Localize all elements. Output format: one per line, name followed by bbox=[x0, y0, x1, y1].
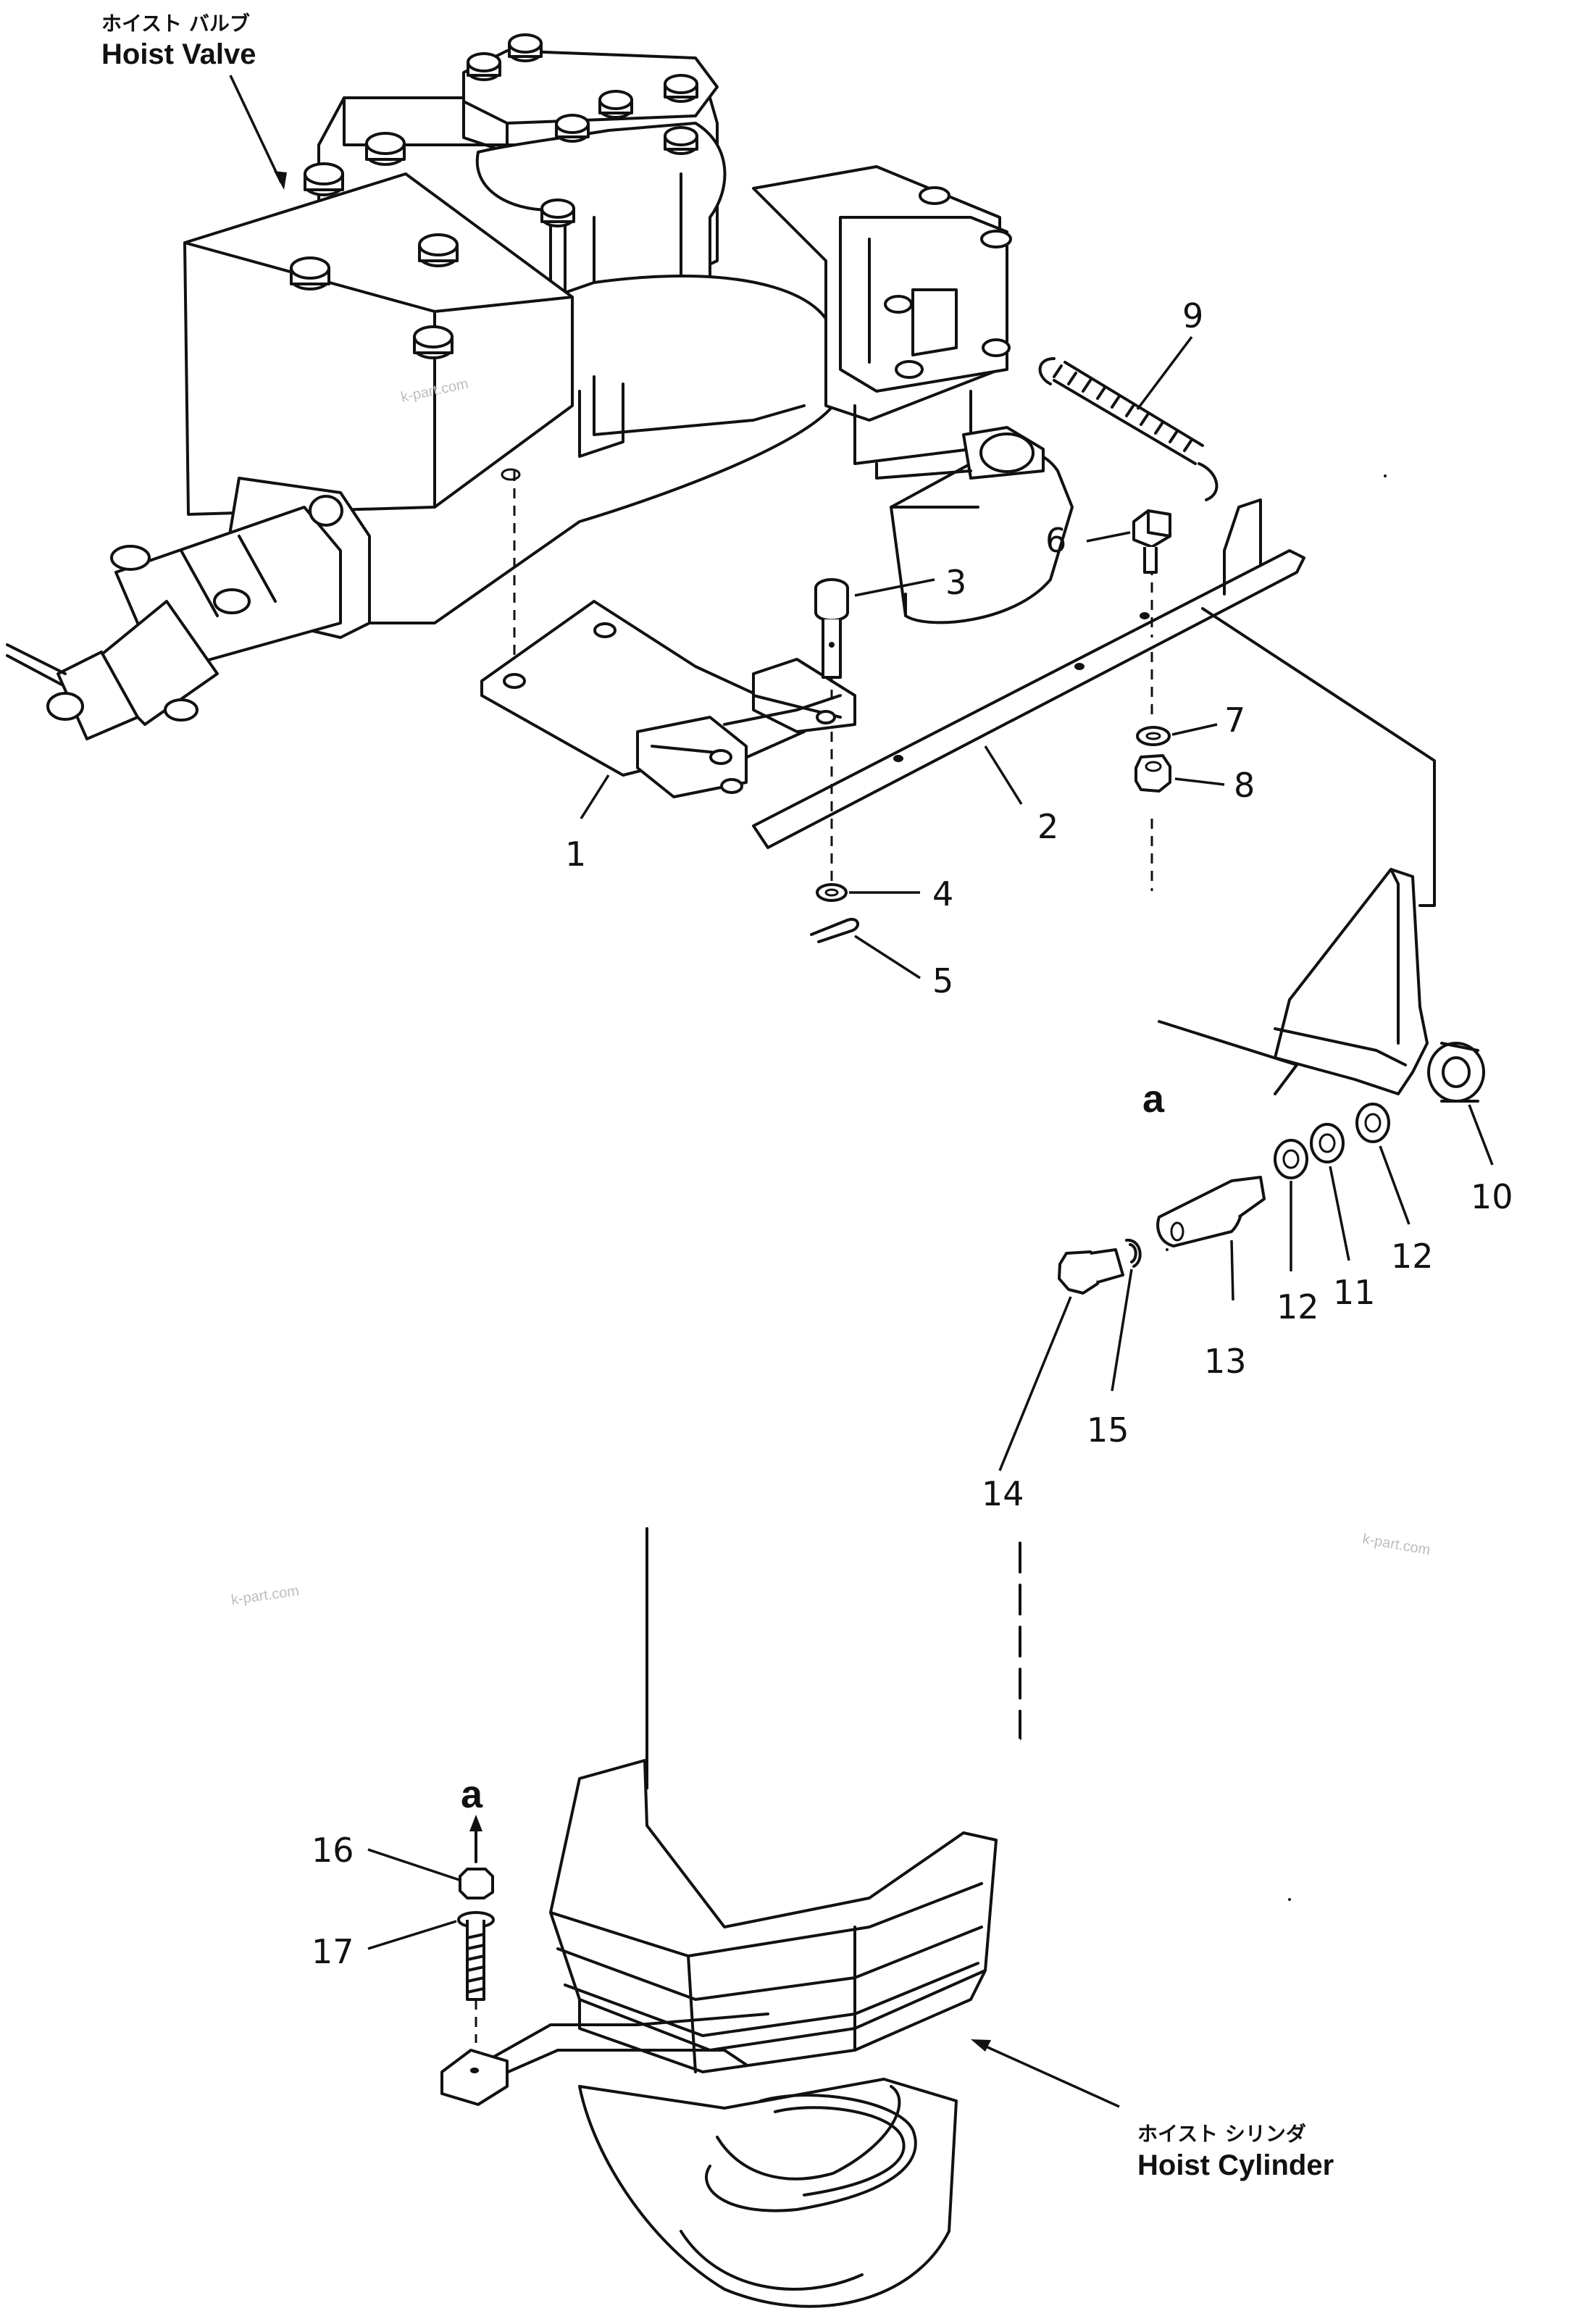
hoist-valve-drawing bbox=[6, 33, 1012, 740]
sector-plate-drawing bbox=[890, 426, 1074, 624]
part-number-11: 11 bbox=[1333, 1273, 1376, 1312]
bolt-6-drawing bbox=[1132, 509, 1171, 574]
part-number-1: 1 bbox=[565, 835, 586, 874]
bushing-11 bbox=[1310, 1123, 1345, 1163]
part-number-10: 10 bbox=[1471, 1177, 1513, 1216]
ref-letter-a-bottom: a bbox=[461, 1773, 483, 1816]
arrow-a-head bbox=[469, 1815, 482, 1831]
spring-9-drawing bbox=[1038, 357, 1219, 501]
bolt-17-drawing bbox=[457, 1911, 495, 2001]
hoist-cylinder-label: ホイスト シリンダ Hoist Cylinder bbox=[971, 2039, 1334, 2181]
valve-bolts bbox=[290, 33, 1012, 379]
bushing-12a bbox=[1355, 1103, 1390, 1143]
hoist-cylinder-arrowhead bbox=[971, 2039, 991, 2052]
washer-4 bbox=[816, 883, 848, 902]
pin-3-drawing bbox=[814, 578, 849, 679]
part-number-16: 16 bbox=[312, 1831, 354, 1870]
part-number-12-upper: 12 bbox=[1391, 1237, 1434, 1276]
bolt-14-drawing bbox=[1058, 1248, 1124, 1295]
part-number-5: 5 bbox=[932, 961, 953, 1000]
hoist-cylinder-label-jp: ホイスト シリンダ bbox=[1137, 2122, 1306, 2146]
projection-line-right bbox=[1201, 607, 1436, 907]
hoist-valve-label-en: Hoist Valve bbox=[101, 38, 256, 70]
part-number-7: 7 bbox=[1224, 701, 1245, 740]
hoist-cylinder-drawing bbox=[440, 1527, 1021, 2308]
bracket-10-drawing bbox=[1274, 868, 1485, 1103]
part-number-3: 3 bbox=[945, 563, 966, 602]
part-number-8: 8 bbox=[1234, 766, 1255, 805]
hoist-valve-leader bbox=[229, 75, 283, 183]
part-number-14: 14 bbox=[982, 1474, 1024, 1513]
part-number-2: 2 bbox=[1037, 807, 1058, 846]
part-number-17: 17 bbox=[312, 1932, 354, 1971]
nut-8 bbox=[1134, 754, 1171, 793]
hoist-valve-label-jp: ホイスト バルブ bbox=[101, 12, 250, 35]
link-assembly-drawing bbox=[480, 498, 1305, 891]
watermark-3: k-part.com bbox=[1361, 1531, 1432, 1558]
washer-7 bbox=[1136, 726, 1171, 746]
cotter-pin-5 bbox=[810, 918, 859, 943]
bushing-12b bbox=[1274, 1139, 1308, 1179]
hoist-cylinder-label-en: Hoist Cylinder bbox=[1137, 2149, 1334, 2181]
part-number-9: 9 bbox=[1182, 296, 1203, 335]
part-number-labels: 1 2 3 4 5 6 7 8 9 10 11 12 12 13 14 15 1… bbox=[312, 296, 1513, 1971]
watermark-2: k-part.com bbox=[230, 1583, 301, 1608]
ref-letter-a-top: a bbox=[1142, 1077, 1165, 1121]
leader-lines bbox=[367, 335, 1494, 1950]
part-number-6: 6 bbox=[1045, 521, 1066, 560]
pin-13-drawing bbox=[1156, 1176, 1266, 1247]
projection-line-top bbox=[875, 462, 972, 480]
bolt-16-drawing bbox=[459, 1868, 494, 1899]
hoist-cylinder-leader bbox=[977, 2041, 1120, 2108]
part-number-12-lower: 12 bbox=[1276, 1287, 1319, 1326]
hoist-valve-label: ホイスト バルブ Hoist Valve bbox=[101, 12, 287, 190]
part-number-13: 13 bbox=[1204, 1342, 1247, 1381]
part-number-15: 15 bbox=[1087, 1410, 1129, 1450]
washer-15 bbox=[1125, 1238, 1142, 1268]
part-number-4: 4 bbox=[932, 874, 953, 914]
hoist-valve-arrowhead bbox=[274, 171, 287, 190]
